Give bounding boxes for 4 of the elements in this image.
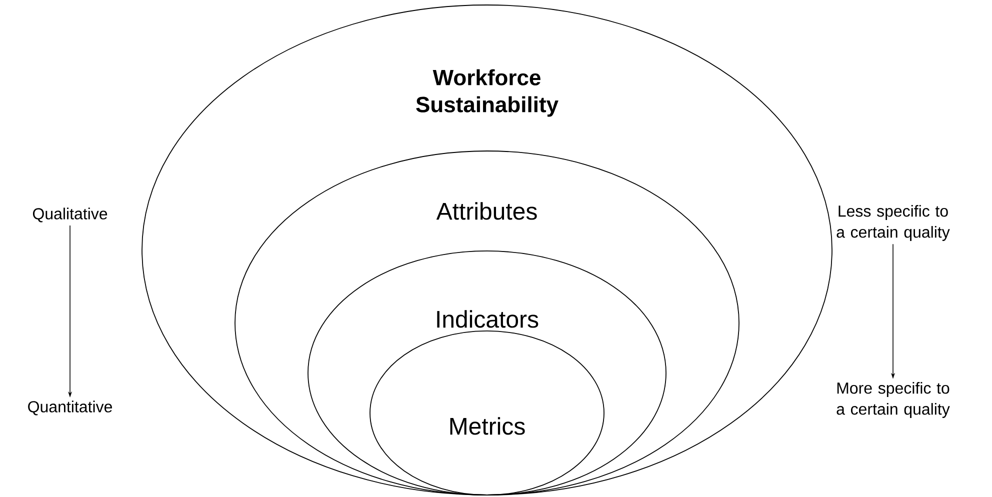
side-label: Qualitative	[32, 208, 108, 222]
side-label: Less specific to a certain quality	[836, 205, 950, 241]
side-label: More specific to a certain quality	[836, 382, 950, 418]
side-label: Quantitative	[28, 400, 112, 416]
